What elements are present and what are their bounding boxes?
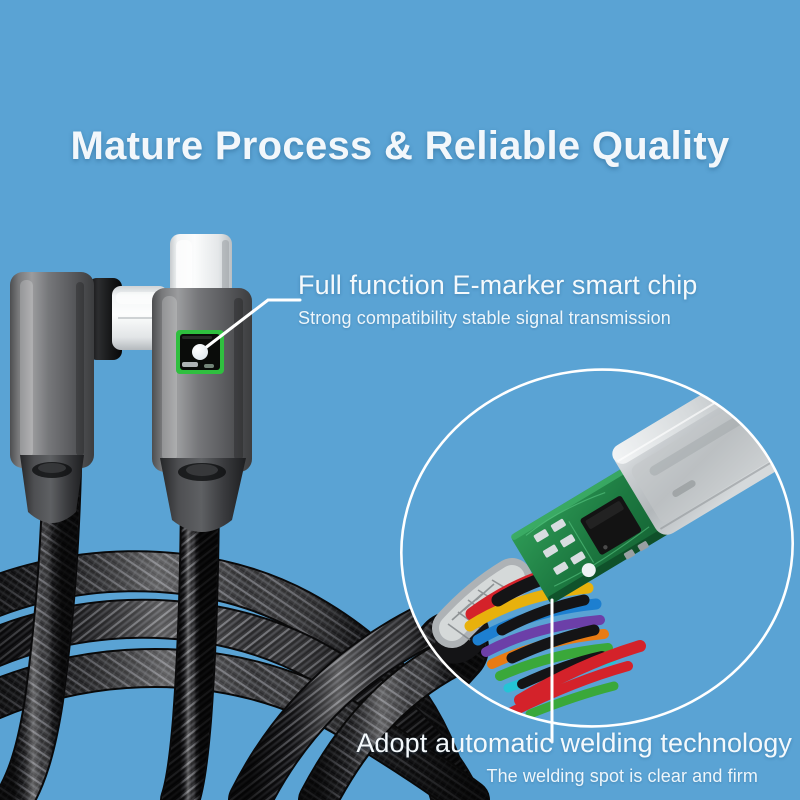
e-marker-ic (580, 496, 642, 555)
straight-usb-c-connector (152, 234, 252, 532)
right-angle-usb-c-connector (10, 272, 168, 523)
emarker-leader-line (198, 298, 302, 354)
callout-welding-subtitle: The welding spot is clear and firm (486, 766, 758, 786)
callout-emarker-title: Full function E-marker smart chip (298, 270, 698, 300)
inset-outline (400, 368, 794, 728)
callout-emarker-subtitle: Strong compatibility stable signal trans… (298, 308, 671, 328)
page-title: Mature Process & Reliable Quality (70, 124, 730, 168)
callout-welding-title: Adopt automatic welding technology (356, 728, 792, 758)
callout-leaders (192, 298, 554, 744)
emarker-leader-dot (192, 344, 208, 360)
right-angle-connector-housing (10, 272, 94, 468)
